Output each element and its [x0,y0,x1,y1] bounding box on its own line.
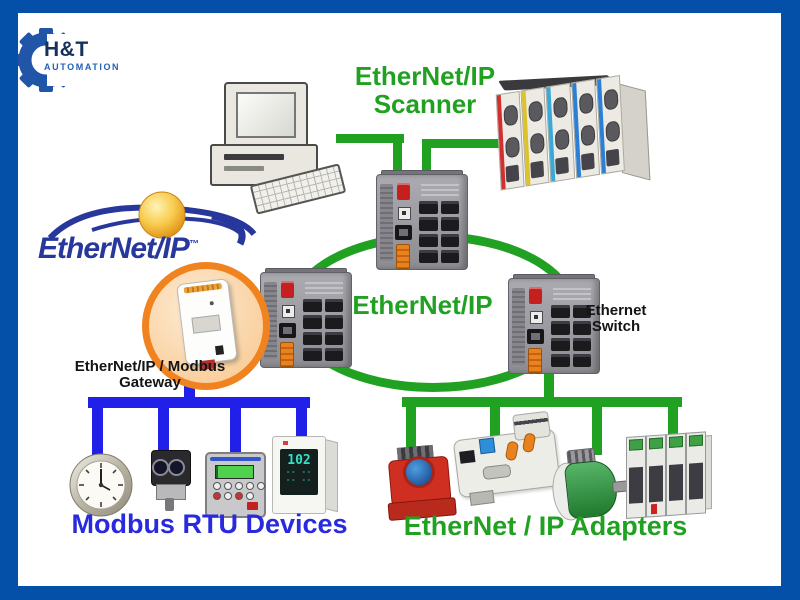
gauge-meter-icon [68,452,134,518]
adapters-drop-4 [668,407,678,451]
modbus-devices-label: Modbus RTU Devices [71,509,348,539]
link-plc-horizontal [422,139,508,148]
gateway-terminal-strip [183,282,223,294]
ethernet-io-module-icon [452,410,565,510]
ethernet-switch-right [508,274,600,374]
sensor-lens [168,459,185,476]
switch-console-port [279,323,296,338]
gateway-device [176,278,238,370]
ethernet-switch-label-line2: Switch [591,318,641,336]
ethernet-switch-left [260,268,352,368]
switch-power-terminal [396,244,410,269]
modbus-drop-1 [92,408,103,458]
ethernet-switch-label-line1: Ethernet [585,302,647,319]
io-foot [469,490,495,506]
photoelectric-sensor-icon [148,450,192,512]
switch-led-button [398,207,411,220]
io-body [452,428,562,499]
link-pc-horizontal [336,134,404,143]
modbus-gateway-icon [142,262,270,390]
scanner-label-line2: Scanner [373,89,477,120]
logo-subtitle: AUTOMATION [44,62,121,72]
company-logo: H&T AUTOMATION [13,20,166,105]
pc-screen [236,92,296,138]
plc-module [520,86,550,187]
gear-icon [13,28,166,92]
gateway-led [209,301,214,306]
switch-led-button [530,311,543,324]
switch-console-port [395,225,412,240]
switch-power-terminal [280,342,294,367]
ethernetip-logo-text: EtherNet/IP™ [38,232,199,265]
adapters-drop-1 [406,407,416,455]
plc-module [570,78,600,179]
switch-power-terminal [528,348,542,373]
pc-vent [224,166,264,171]
switch-console-port [527,329,544,344]
modbus-bus [88,397,310,408]
adapters-drop-2 [490,407,500,449]
switch-print [553,286,591,300]
ethernetip-swoosh-icon [47,191,257,246]
switch-print [305,280,343,294]
plc-module [545,82,575,183]
io-blue-key [478,437,496,455]
panel-meter-face: 102 -- ---- -- [272,436,326,514]
controller-keys [213,492,254,500]
motor-controller-icon [205,452,266,518]
io-rj45-port [459,450,476,464]
adapters-drop-3 [592,407,602,455]
switch-port-block [303,299,343,361]
gateway-port [215,345,225,356]
controller-stop-key [247,502,258,510]
switch-red-label [397,183,410,200]
scanner-label-line1: EtherNet/IP [354,61,496,91]
controller-keys [213,482,265,490]
servo-drive [686,431,706,515]
ring-label: EtherNet/IP [352,290,493,320]
link-switch-adapters-vertical [544,368,554,404]
controller-trim [210,457,261,461]
ethernet-switch-top [376,170,468,270]
switch-red-label [281,281,294,298]
gateway-label: EtherNet/IP / Modbus Gateway [50,358,250,392]
plc-module [595,74,625,175]
panel-meter-icon: 102 -- ---- -- [272,436,338,516]
switch-red-label [529,287,542,304]
controller-lcd [215,465,254,479]
servo-drive [666,432,686,517]
modbus-drop-3 [230,408,241,456]
scanner-pc-icon [210,82,350,215]
switch-print [421,182,459,196]
switch-vents [380,184,393,261]
sensor-lens [152,459,169,476]
sensor-cable-stub [165,498,174,511]
modbus-drop-2 [158,408,169,456]
pc-tower [210,144,318,186]
servo-drive [626,435,646,520]
pc-drive-slot [224,154,284,160]
switch-led-button [282,305,295,318]
pc-monitor [224,82,308,150]
logo-title: H&T [44,38,89,61]
servo-drive [646,434,666,518]
panel-meter-led [283,441,288,445]
scanner-label: EtherNet/IP Scanner [325,62,525,118]
ethernetip-logo: EtherNet/IP™ [22,186,262,278]
modbus-drop-4 [296,408,307,444]
adapters-bus [402,397,682,407]
panel-meter-display: 102 -- ---- -- [280,449,318,495]
gateway-label-line2: Gateway [119,374,181,392]
link-pc-vertical [393,134,402,180]
gateway-label-line1: EtherNet/IP / Modbus [74,358,226,375]
switch-port-block [419,201,459,263]
trademark-symbol: ™ [188,239,199,250]
ethernet-switch-label: Ethernet Switch [576,302,656,336]
switch-vents [512,288,525,365]
switch-port-block [551,305,591,367]
gateway-nameplate [191,314,222,334]
link-plc-vertical [422,139,431,180]
adapters-label: EtherNet / IP Adapters [403,511,688,541]
